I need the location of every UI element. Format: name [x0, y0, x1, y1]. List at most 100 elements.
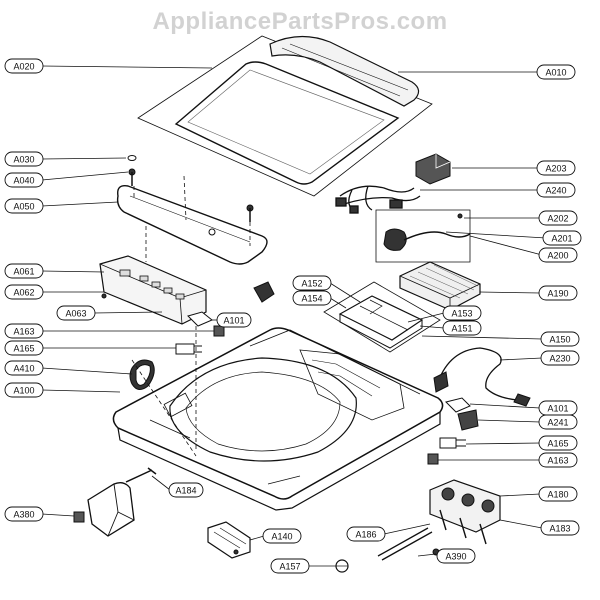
callout-a186: A186 — [346, 526, 386, 542]
callout-a150: A150 — [540, 331, 580, 347]
callout-a061: A061 — [4, 263, 44, 279]
control-board-part — [99, 255, 207, 325]
panel-cover-hole — [208, 228, 216, 236]
callout-label: A152 — [301, 279, 322, 289]
callout-label: A190 — [547, 289, 568, 299]
callout-a040: A040 — [4, 172, 44, 188]
dispenser-outline-box — [323, 281, 441, 353]
callout-label: A380 — [13, 510, 34, 520]
callout-label: A165 — [13, 344, 34, 354]
callout-label: A150 — [549, 335, 570, 345]
a241-block-part — [457, 409, 479, 431]
callout-labels: A020 A010 A030 A040 A050 A203 A240 A202 … — [4, 58, 582, 574]
a101-clip-right-part — [445, 397, 471, 413]
callout-a183: A183 — [540, 520, 580, 536]
control-board-buttons — [119, 269, 185, 300]
callout-a390: A390 — [436, 548, 476, 564]
callout-a140: A140 — [262, 528, 302, 544]
filter-cover-part — [399, 261, 481, 311]
callout-label: A140 — [271, 532, 292, 542]
callout-a202: A202 — [538, 210, 578, 226]
callout-a230: A230 — [540, 350, 580, 366]
callout-label: A163 — [13, 327, 34, 337]
a165-connector-right-part — [439, 437, 466, 449]
panel-cover-group — [116, 155, 268, 265]
top-cover-dispenser-bay — [299, 349, 405, 421]
callout-a203: A203 — [536, 160, 576, 176]
callout-a165-right: A165 — [538, 435, 578, 451]
callout-a154: A154 — [292, 290, 332, 306]
top-cover-part — [112, 327, 444, 500]
screw-right-part — [246, 204, 254, 222]
lid-outline-box — [137, 35, 433, 197]
callout-label: A203 — [545, 164, 566, 174]
callout-label: A101 — [223, 316, 244, 326]
sensor-outline-box — [375, 209, 471, 263]
lid-assembly — [137, 35, 433, 197]
callout-a101-left: A101 — [216, 312, 252, 328]
callout-a101-right: A101 — [538, 400, 578, 416]
callout-a184: A184 — [168, 482, 204, 498]
callout-label: A241 — [547, 418, 568, 428]
a165-connector-part — [175, 343, 202, 355]
top-cover-front-hinge — [149, 419, 301, 485]
power-cord-part — [437, 347, 519, 401]
power-cord-group — [427, 347, 531, 465]
callout-label: A010 — [545, 68, 566, 78]
electrical-upper-group — [335, 153, 471, 263]
callout-a063: A063 — [56, 305, 96, 321]
a140-bracket-part — [207, 521, 251, 559]
lid-inner-shading — [187, 69, 385, 175]
callout-label: A230 — [549, 354, 570, 364]
callout-a153: A153 — [442, 305, 482, 321]
pressure-sensor-part — [383, 228, 407, 251]
callout-label: A063 — [65, 309, 86, 319]
callout-label: A184 — [175, 486, 196, 496]
wire-harness-part — [335, 185, 421, 214]
callout-a201: A201 — [542, 230, 582, 246]
top-cover-group — [112, 327, 444, 511]
callout-a241: A241 — [538, 414, 578, 430]
callout-label: A240 — [545, 186, 566, 196]
screw-a040-part — [128, 168, 136, 186]
callout-label: A165 — [547, 439, 568, 449]
screw-a030-part — [127, 155, 137, 161]
lid-hinge-rail-detail — [281, 43, 409, 97]
callout-a163-left: A163 — [4, 323, 44, 339]
callout-a152: A152 — [292, 275, 332, 291]
top-cover-front-face — [117, 412, 441, 511]
a163-small-right-part — [427, 453, 439, 465]
drain-group — [73, 467, 157, 537]
watermark-text: AppliancePartsPros.com — [152, 8, 448, 35]
callout-a190: A190 — [538, 285, 578, 301]
callout-label: A153 — [451, 309, 472, 319]
callout-a240: A240 — [536, 182, 576, 198]
sensor-hose-part — [403, 231, 471, 241]
callout-a410: A410 — [4, 360, 44, 376]
callout-a062: A062 — [4, 284, 44, 300]
callout-a200: A200 — [538, 247, 578, 263]
callout-label: A030 — [13, 155, 34, 165]
callout-label: A202 — [547, 214, 568, 224]
callout-label: A390 — [445, 552, 466, 562]
callout-a163-right: A163 — [538, 452, 578, 468]
panel-cover-inner — [129, 195, 251, 243]
callout-label: A151 — [451, 324, 472, 334]
dispenser-group — [323, 281, 441, 353]
lid-switch-part — [415, 153, 451, 185]
callout-label: A101 — [547, 404, 568, 414]
callout-a157: A157 — [270, 558, 310, 574]
leader-lines — [41, 65, 547, 567]
callout-label: A062 — [13, 288, 34, 298]
a254-block-part — [253, 281, 275, 303]
drain-fitting-part — [125, 467, 157, 483]
callout-label: A186 — [355, 530, 376, 540]
panel-cover-part — [116, 185, 268, 265]
valve-hose-part — [377, 527, 433, 561]
callout-a180: A180 — [538, 486, 578, 502]
callout-a020: A020 — [4, 58, 44, 74]
filter-group — [399, 261, 481, 311]
callout-a030: A030 — [4, 151, 44, 167]
top-cover-opening-inner — [185, 371, 341, 452]
